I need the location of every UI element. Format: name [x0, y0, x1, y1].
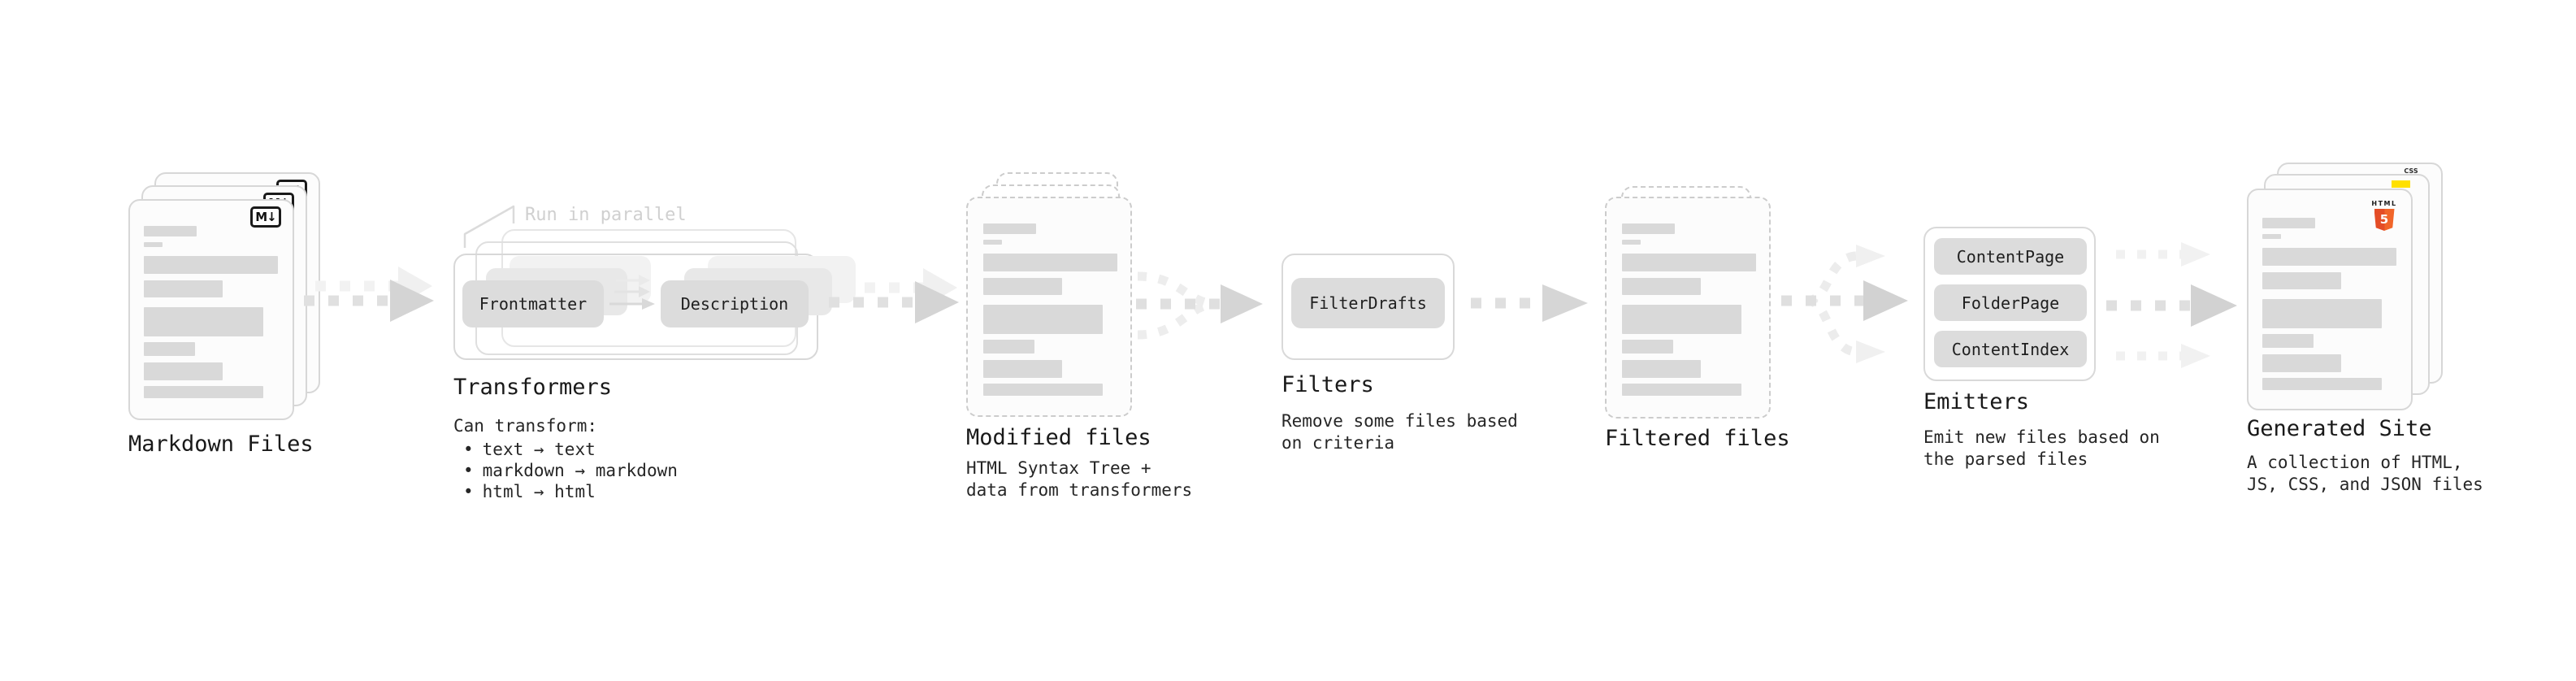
placeholder-line [983, 254, 1117, 271]
placeholder-line [1622, 384, 1741, 396]
placeholder-line [2262, 354, 2341, 372]
placeholder-line [983, 305, 1103, 334]
transformer-pill-frontmatter: Frontmatter [462, 280, 604, 327]
bullet-text: html → html [482, 482, 596, 501]
markdown-icon: M↓ [250, 206, 281, 228]
placeholder-line [1622, 340, 1673, 354]
converge-arrow-icon [1134, 263, 1271, 348]
placeholder-line [144, 226, 197, 236]
transformers-label: Transformers [453, 375, 613, 400]
placeholder-line [1622, 278, 1701, 295]
bullet-dot: • [463, 482, 474, 501]
diverge-arrow-icon [1780, 241, 1914, 368]
bullet-text: markdown → markdown [482, 461, 678, 480]
placeholder-line [144, 342, 195, 356]
generated-site-label: Generated Site [2247, 416, 2432, 441]
placeholder-line [1622, 305, 1741, 334]
placeholder-line [1622, 254, 1756, 271]
flow-arrow-icon [302, 267, 449, 336]
emitters-label: Emitters [1923, 389, 2030, 414]
run-in-parallel-annotation: Run in parallel [525, 205, 687, 225]
bullet-text: text → text [482, 440, 596, 459]
emitter-pill-folderpage: FolderPage [1934, 284, 2087, 321]
triple-arrow-icon [2105, 240, 2247, 370]
flow-arrow-icon [827, 268, 974, 337]
modified-files-label: Modified files [966, 425, 1151, 450]
placeholder-line [2262, 272, 2341, 289]
placeholder-line [983, 278, 1062, 295]
placeholder-line [2262, 334, 2314, 348]
run-in-parallel-leader-line [462, 202, 518, 250]
placeholder-line [983, 360, 1062, 378]
markdown-files-label: Markdown Files [128, 432, 314, 457]
placeholder-line [144, 242, 163, 247]
placeholder-line [2262, 299, 2382, 328]
js-icon [2392, 180, 2410, 188]
flow-arrow-icon [1469, 278, 1591, 328]
filter-pill-filterdrafts: FilterDrafts [1291, 278, 1445, 328]
placeholder-line [2262, 248, 2396, 266]
placeholder-line [983, 384, 1103, 396]
modified-file-card-front [966, 197, 1132, 417]
bullet-dot: • [463, 440, 474, 459]
filtered-files-label: Filtered files [1605, 426, 1790, 451]
filters-description: Remove some files based on criteria [1281, 411, 1518, 453]
modified-files-description: HTML Syntax Tree + data from transformer… [966, 458, 1193, 500]
placeholder-line [2262, 218, 2315, 228]
bullet-item: • text → text [453, 439, 678, 460]
html5-icon: HTML 5 [2368, 200, 2400, 231]
bullet-dot: • [463, 461, 474, 480]
filters-label: Filters [1281, 372, 1374, 397]
markdown-file-card-front: M↓ [128, 199, 294, 420]
transformers-bullet-list: • text → text • markdown → markdown • ht… [453, 439, 678, 502]
placeholder-line [983, 340, 1034, 354]
parallel-arrows-icon [608, 273, 658, 312]
emitter-pill-contentpage: ContentPage [1934, 238, 2087, 275]
generated-site-description: A collection of HTML, JS, CSS, and JSON … [2247, 453, 2483, 494]
placeholder-line [144, 256, 278, 274]
placeholder-line [2262, 234, 2281, 239]
placeholder-line [144, 386, 263, 398]
transformer-pill-description: Description [661, 280, 809, 327]
placeholder-line [983, 240, 1002, 245]
emitters-description: Emit new files based on the parsed files [1923, 427, 2160, 469]
placeholder-line [144, 362, 223, 380]
bullet-item: • markdown → markdown [453, 460, 678, 481]
bullet-item: • html → html [453, 481, 678, 502]
transformers-description-title: Can transform: [453, 416, 598, 436]
emitter-pill-contentindex: ContentIndex [1934, 331, 2087, 367]
placeholder-line [1622, 240, 1641, 245]
html5-shield: 5 [2374, 209, 2395, 231]
filtered-file-card-front [1605, 197, 1771, 419]
placeholder-line [1622, 360, 1701, 378]
placeholder-line [983, 223, 1036, 234]
placeholder-line [144, 280, 223, 297]
placeholder-line [2262, 378, 2382, 390]
placeholder-line [1622, 223, 1675, 234]
site-file-card-front: HTML 5 [2247, 189, 2413, 410]
placeholder-line [144, 307, 263, 336]
